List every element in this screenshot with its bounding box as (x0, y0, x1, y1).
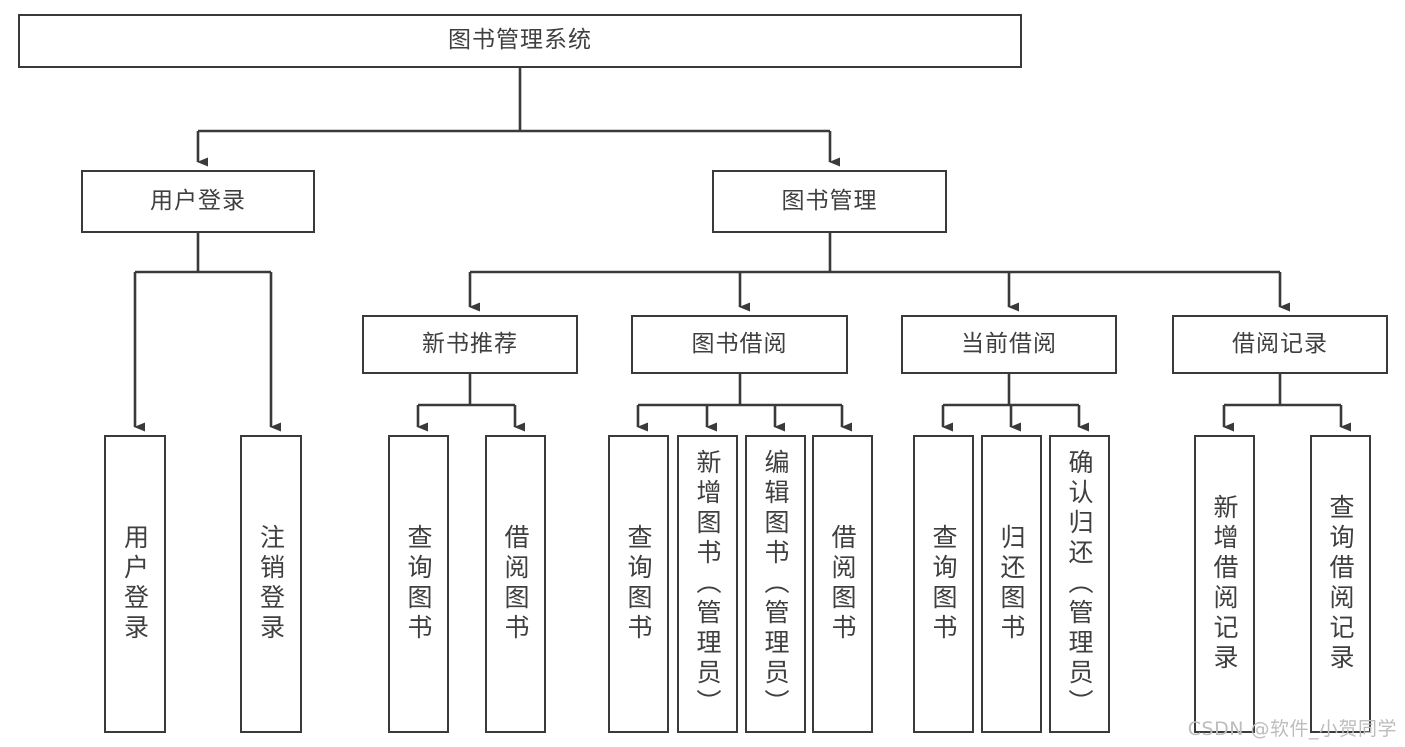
node-label: 图书管理 (781, 187, 878, 214)
node-label: 用户登录 (120, 524, 150, 644)
node-label: 新增图书（管理员） (693, 449, 722, 719)
node-label: 查询图书 (929, 524, 958, 644)
node-leaf-query-book-3[interactable]: 查询图书 (913, 435, 974, 733)
node-label: 查询借阅记录 (1326, 494, 1355, 674)
node-leaf-user-login[interactable]: 用户登录 (104, 435, 166, 733)
node-label: 借阅图书 (828, 524, 857, 644)
node-label: 查询图书 (404, 524, 433, 644)
node-label: 当前借阅 (961, 330, 1057, 357)
node-book-borrow[interactable]: 图书借阅 (631, 315, 848, 374)
node-leaf-user-logout[interactable]: 注销登录 (240, 435, 302, 733)
node-leaf-borrow-book-2[interactable]: 借阅图书 (812, 435, 873, 733)
node-label: 注销登录 (256, 524, 286, 644)
node-label: 图书借阅 (691, 330, 788, 357)
node-label: 新增借阅记录 (1210, 494, 1239, 674)
node-leaf-return-book[interactable]: 归还图书 (981, 435, 1042, 733)
node-label: 确认归还（管理员） (1065, 449, 1094, 719)
node-leaf-borrow-book-1[interactable]: 借阅图书 (485, 435, 546, 733)
node-leaf-add-book[interactable]: 新增图书（管理员） (677, 435, 738, 733)
node-label: 用户登录 (150, 187, 246, 214)
node-new-book-recommend[interactable]: 新书推荐 (362, 315, 578, 374)
node-leaf-query-book-2[interactable]: 查询图书 (608, 435, 669, 733)
node-label: 图书管理系统 (448, 27, 592, 54)
node-leaf-query-record[interactable]: 查询借阅记录 (1310, 435, 1371, 733)
node-leaf-add-record[interactable]: 新增借阅记录 (1194, 435, 1255, 733)
node-borrow-record[interactable]: 借阅记录 (1172, 315, 1388, 374)
node-label: 归还图书 (997, 524, 1026, 644)
node-label: 编辑图书（管理员） (761, 449, 790, 719)
node-book-management[interactable]: 图书管理 (712, 170, 947, 233)
node-current-borrow[interactable]: 当前借阅 (901, 315, 1117, 374)
node-label: 新书推荐 (422, 330, 518, 357)
node-leaf-confirm-return[interactable]: 确认归还（管理员） (1049, 435, 1110, 733)
node-root-book-management-system[interactable]: 图书管理系统 (18, 14, 1022, 68)
node-label: 借阅图书 (501, 524, 530, 644)
node-label: 查询图书 (624, 524, 653, 644)
node-user-login[interactable]: 用户登录 (81, 170, 315, 233)
watermark-text: CSDN @软件_小贺同学 (1187, 718, 1397, 740)
node-label: 借阅记录 (1232, 330, 1328, 357)
node-leaf-query-book-1[interactable]: 查询图书 (388, 435, 449, 733)
node-leaf-edit-book[interactable]: 编辑图书（管理员） (745, 435, 806, 733)
